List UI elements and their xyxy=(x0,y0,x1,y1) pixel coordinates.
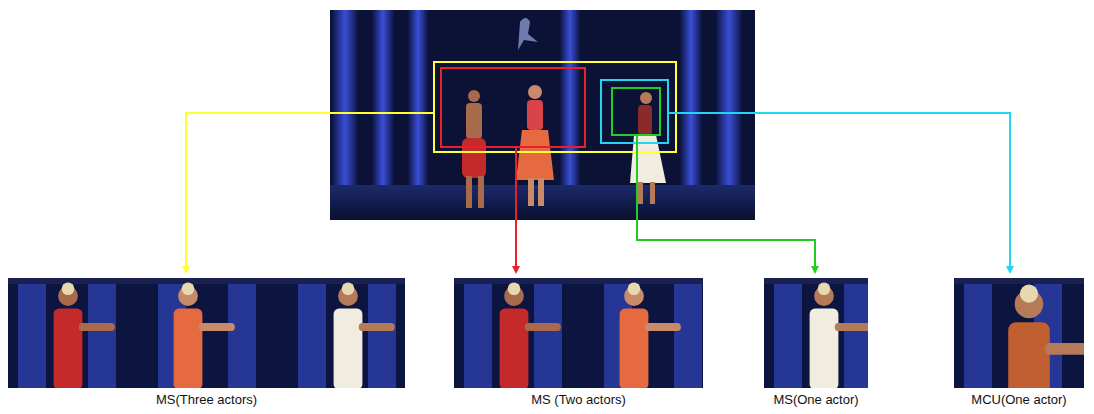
crop-frame: MS(One actor) xyxy=(764,278,868,408)
shot-caption: MS (Two actors) xyxy=(454,392,703,408)
shot-caption: MCU(One actor) xyxy=(954,392,1084,408)
crop-image xyxy=(954,278,1084,388)
crop-image xyxy=(764,278,868,388)
shot-caption: MS(Three actors) xyxy=(8,392,405,408)
crop-image xyxy=(454,278,703,388)
shot-caption: MS(One actor) xyxy=(764,392,868,408)
crop-frame: MCU(One actor) xyxy=(954,278,1084,408)
crop-image xyxy=(8,278,405,388)
crop-frame: MS (Two actors) xyxy=(454,278,703,408)
crop-frame: MS(Three actors) xyxy=(8,278,405,408)
